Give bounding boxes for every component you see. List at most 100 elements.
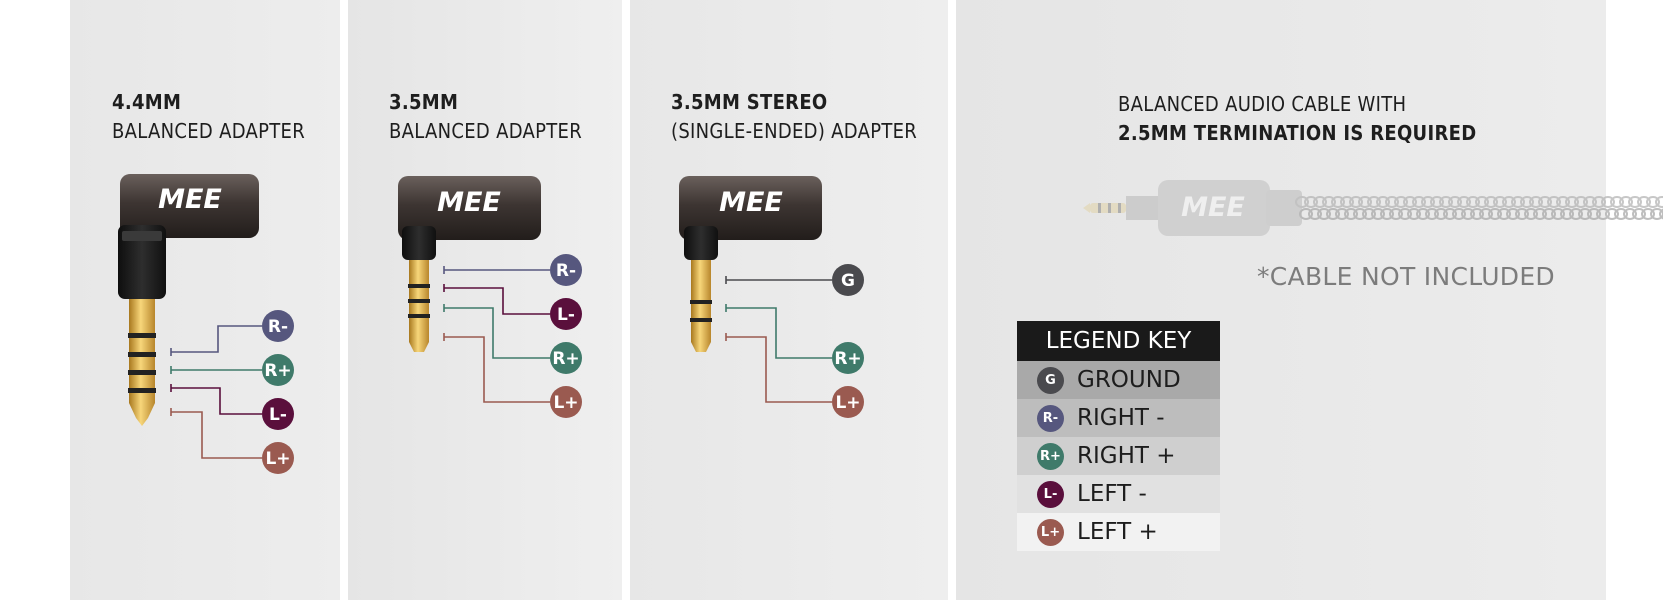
cable-braid-strand: [1493, 196, 1507, 208]
badge-a3-right-plus: R+: [832, 342, 864, 374]
requirement-line-2: 2.5MM TERMINATION IS REQUIRED: [1118, 121, 1477, 145]
wire-a2-right-plus: [444, 307, 550, 359]
cable-braid-strand: [1430, 196, 1444, 208]
cable-braid-strand: [1538, 196, 1552, 208]
cable-braid-strand: [1362, 208, 1376, 220]
cable-braid-strand: [1529, 196, 1543, 208]
cable-braid-strand: [1304, 196, 1318, 208]
legend-badge-right-minus: R-: [1037, 404, 1064, 432]
badge-text-a2-right-minus: R-: [556, 261, 576, 281]
cable-braid-strand: [1646, 196, 1660, 208]
badge-a1-right-plus: R+: [262, 354, 294, 386]
cable-braid-strand: [1592, 196, 1606, 208]
cable-braid-strand: [1605, 208, 1619, 220]
cable-braid-strand: [1623, 208, 1637, 220]
cable-braid-strand: [1461, 208, 1475, 220]
cable-braid-strand: [1416, 208, 1430, 220]
brand-logo-2: MEE: [437, 187, 501, 218]
badge-circle-a2-right-plus: [550, 342, 582, 374]
badge-a2-right-plus: R+: [550, 342, 582, 374]
badge-circle-a1-right-plus: [262, 354, 294, 386]
badge-a3-ground: G: [832, 264, 864, 296]
cable-braid-strand: [1295, 196, 1309, 208]
panel-4-4mm: [70, 0, 340, 600]
cable-braid-strand: [1596, 208, 1610, 220]
cable-braid-strand: [1448, 196, 1462, 208]
badge-circle-a3-right-plus: [832, 342, 864, 374]
cable-braid-strand: [1583, 196, 1597, 208]
cable-braid-strand: [1475, 196, 1489, 208]
badge-circle-a3-ground: [832, 264, 864, 296]
cable-braid-strand: [1326, 208, 1340, 220]
cable-braid-strand: [1439, 196, 1453, 208]
cable-braid-strand: [1632, 208, 1646, 220]
cable-braid-strand: [1578, 208, 1592, 220]
cable-braid-strand: [1533, 208, 1547, 220]
badge-a1-left-plus: L+: [262, 442, 294, 474]
cable-braid-strand: [1614, 208, 1628, 220]
badge-a1-left-minus: L-: [262, 398, 294, 430]
badge-text-a2-left-minus: L-: [557, 305, 575, 325]
requirement-title: BALANCED AUDIO CABLE WITH 2.5MM TERMINAT…: [1118, 90, 1476, 148]
adapter-4-4mm-plug: MEE: [118, 174, 259, 426]
cable-braid-strand: [1425, 208, 1439, 220]
cable-braid-strand: [1560, 208, 1574, 220]
panel-1-title-size: 4.4MM: [112, 90, 182, 114]
cable-braid-strand: [1340, 196, 1354, 208]
cable-braid-strand: [1502, 196, 1516, 208]
cable-braid-strand: [1520, 196, 1534, 208]
cable-braid-strand: [1407, 208, 1421, 220]
legend-row-right-plus: R+ RIGHT +: [1017, 437, 1220, 475]
cable-braid-strand: [1655, 196, 1663, 208]
badge-a2-left-minus: L-: [550, 298, 582, 330]
panel-3-5mm-stereo: [630, 0, 948, 600]
adapter-3-5mm-stereo-plug: MEE: [679, 176, 822, 352]
badge-a2-right-minus: R-: [550, 254, 582, 286]
cable-braid-strand: [1556, 196, 1570, 208]
cable-braid-strand: [1398, 208, 1412, 220]
panel-3-title-size: 3.5MM STEREO: [671, 90, 828, 114]
brand-logo-1: MEE: [158, 184, 222, 215]
cable-braid-strand: [1601, 196, 1615, 208]
cable-braid-strand: [1412, 196, 1426, 208]
panel-3-5mm-balanced: [348, 0, 622, 600]
cable-braid-strand: [1443, 208, 1457, 220]
cable-braid-strand: [1421, 196, 1435, 208]
cable-braid-strand: [1565, 196, 1579, 208]
cable-braid-strand: [1380, 208, 1394, 220]
legend-label-left-minus: LEFT -: [1077, 481, 1147, 507]
legend-title: LEGEND KEY: [1017, 321, 1220, 361]
requirement-line-1: BALANCED AUDIO CABLE WITH: [1118, 92, 1407, 116]
cable-braid-strand: [1457, 196, 1471, 208]
cable-braid-strand: [1452, 208, 1466, 220]
badge-text-a3-right-plus: R+: [834, 349, 861, 369]
cable-braid-strand: [1358, 196, 1372, 208]
badge-text-a2-right-plus: R+: [552, 349, 579, 369]
cable-braid-strand: [1542, 208, 1556, 220]
cable-braid-strand: [1619, 196, 1633, 208]
badge-a1-right-minus: R-: [262, 310, 294, 342]
cable-braid-strand: [1466, 196, 1480, 208]
badge-text-a3-left-plus: L+: [835, 393, 860, 413]
cable-braid-strand: [1403, 196, 1417, 208]
legend-badge-right-plus: R+: [1037, 442, 1064, 470]
legend-row-right-minus: R- RIGHT -: [1017, 399, 1220, 437]
cable-braid-strand: [1610, 196, 1624, 208]
cable-braid-strand: [1349, 196, 1363, 208]
wire-a2-left-minus: [444, 287, 550, 315]
badge-text-a2-left-plus: L+: [553, 393, 578, 413]
panel-2-title-size: 3.5MM: [389, 90, 459, 114]
cable-braid-strand: [1385, 196, 1399, 208]
panel-3-title-type: (SINGLE-ENDED) ADAPTER: [671, 119, 918, 143]
cable-braid-strand: [1641, 208, 1655, 220]
panel-1-title-type: BALANCED ADAPTER: [112, 119, 306, 143]
legend-row-left-plus: L+ LEFT +: [1017, 513, 1220, 551]
badge-text-a1-left-minus: L-: [269, 405, 287, 425]
cable-braid-strand: [1313, 196, 1327, 208]
cable-braid-strand: [1497, 208, 1511, 220]
legend-row-left-minus: L- LEFT -: [1017, 475, 1220, 513]
wire-a1-right-minus: [171, 325, 262, 353]
badge-circle-a3-left-plus: [832, 386, 864, 418]
wire-a1-left-plus: [171, 411, 262, 459]
badge-circle-a2-right-minus: [550, 254, 582, 286]
